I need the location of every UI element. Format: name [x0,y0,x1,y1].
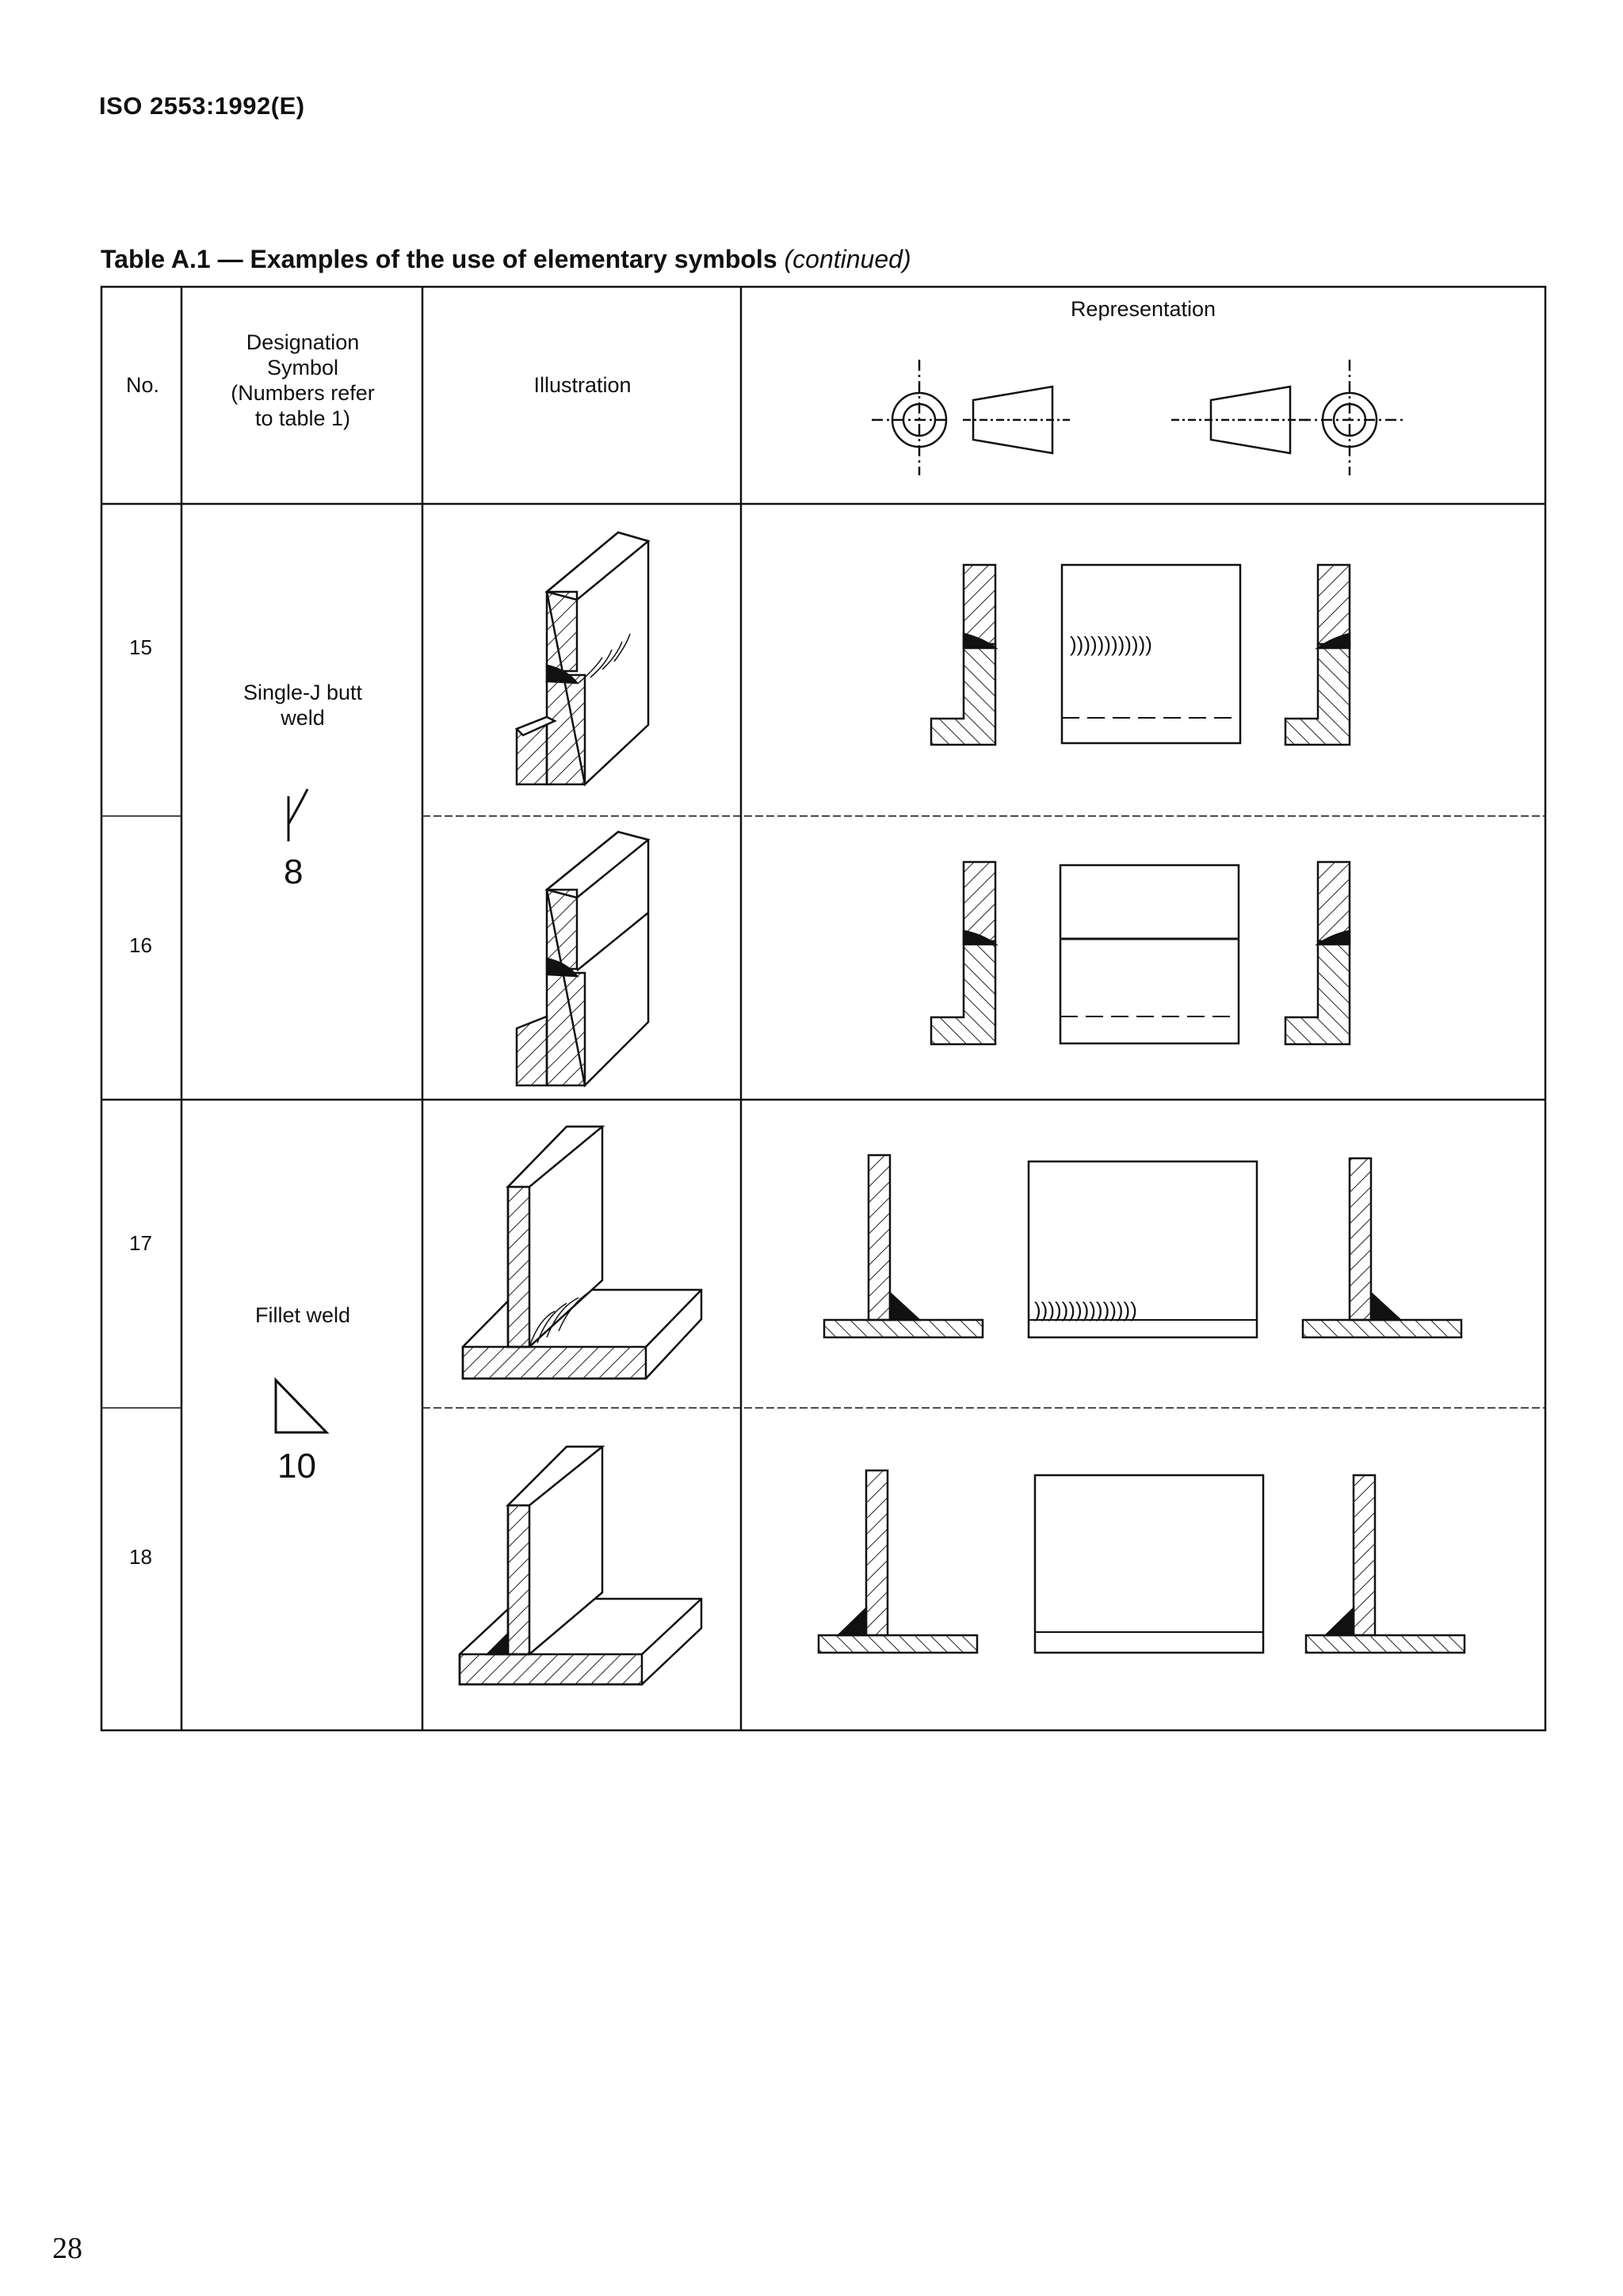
column-header-representation: Representation [1070,297,1216,321]
representation-row-16 [930,860,1351,1046]
designation-line: Symbol [266,356,339,379]
projection-symbol-third-angle-icon [1171,360,1403,475]
representation-row-17: ))))))))))))))) [823,1154,1463,1339]
designation-line: (Numbers refer [231,381,375,405]
single-j-butt-weld-illustration-16-icon [515,830,651,1088]
designation-line: weld [281,706,325,730]
fillet-weld-illustration-18-icon [458,1445,703,1686]
svg-text:))))))))))))))): ))))))))))))))) [1034,1298,1137,1322]
row-number-16: 16 [129,933,152,957]
designation-line: Fillet weld [254,1303,351,1327]
table-grid [100,285,1547,1732]
fillet-weld-symbol-icon [274,1377,330,1434]
single-j-butt-weld-symbol-icon [287,788,309,841]
page-number: 28 [52,2232,82,2265]
table-caption: Table A.1 — Examples of the use of eleme… [101,245,911,274]
document-header: ISO 2553:1992(E) [99,92,305,120]
symbol-number-10: 10 [277,1447,316,1486]
designation-line: to table 1) [254,406,351,430]
svg-text:)))))))))))): )))))))))))) [1070,632,1152,656]
single-j-butt-weld-illustration-15-icon [514,531,651,787]
caption-title: Table A.1 — Examples of the use of eleme… [101,245,777,273]
fillet-weld-illustration-17-icon [461,1125,703,1380]
column-header-illustration: Illustration [533,373,632,397]
row-number-17: 17 [129,1231,152,1255]
caption-continued: (continued) [784,245,911,273]
symbol-number-8: 8 [284,852,304,891]
designation-line: Single-J butt [242,681,363,704]
representation-row-18 [817,1469,1466,1654]
projection-symbol-first-angle-icon [872,360,1070,475]
representation-row-15: )))))))))))) [930,563,1351,746]
designation-fillet-weld: Fillet weld [187,1302,418,1328]
designation-single-j-butt-weld: Single-J butt weld [187,680,418,730]
designation-line: Designation [246,330,360,354]
row-number-18: 18 [129,1545,152,1569]
row-number-15: 15 [129,635,152,659]
column-header-designation: Designation Symbol (Numbers refer to tab… [187,330,418,431]
column-header-no: No. [125,373,160,397]
